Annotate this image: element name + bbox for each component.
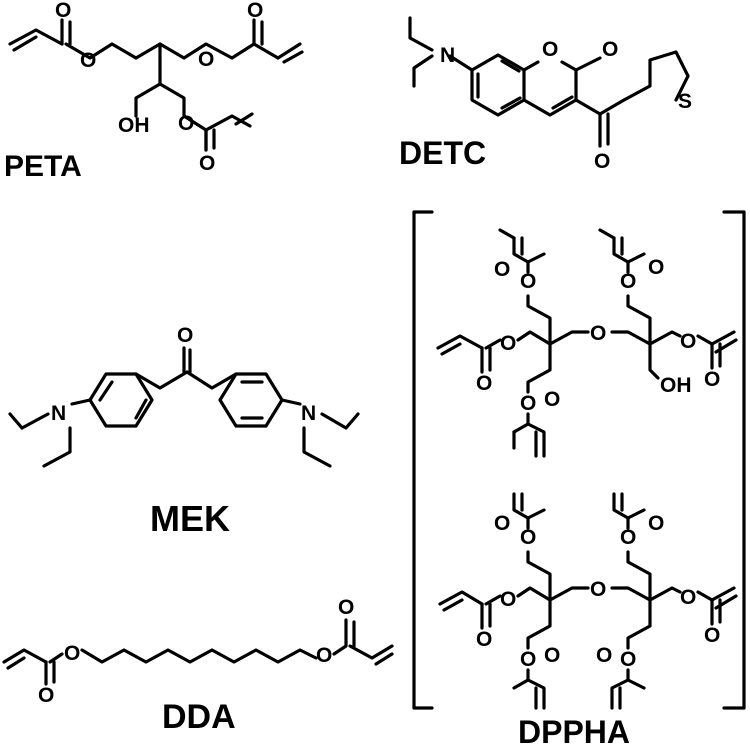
mek-carbonyl-oxygen: O: [177, 324, 193, 347]
detc-ring-oxygen: O: [542, 38, 558, 61]
dppha-upper-structure: [436, 228, 738, 458]
dppha-upper-hydroxyl: OH: [660, 374, 692, 397]
mek-label: MEK: [150, 498, 230, 539]
dppha-upper-oxygen-2: O: [500, 332, 516, 355]
dppha-lower-oxygen-12: O: [596, 644, 612, 667]
dppha-lower-oxygen-10: O: [544, 644, 560, 667]
detc-ketone-oxygen: O: [594, 150, 610, 173]
peta-label: PETA: [4, 150, 82, 183]
detc-nitrogen: N: [440, 44, 455, 67]
dppha-upper-oxygen-1: O: [476, 372, 492, 395]
mek-nitrogen-left: N: [51, 402, 66, 425]
dppha-lower-oxygen-2: O: [500, 588, 516, 611]
detc-carbonyl-oxygen: O: [602, 38, 618, 61]
dppha-lower-oxygen-4: O: [494, 512, 510, 535]
dppha-bracket: [412, 210, 746, 710]
dppha-upper-oxygen-10: O: [544, 388, 560, 411]
dppha-lower-oxygen-7: O: [680, 586, 696, 609]
dppha-upper-oxygen-3: O: [520, 270, 536, 293]
detc-structure: [408, 16, 690, 148]
mek-nitrogen-right: N: [301, 402, 316, 425]
dppha-label: DPPHA: [518, 714, 630, 749]
dda-oxygen-1: O: [64, 642, 80, 665]
dda-oxygen-2: O: [38, 684, 54, 707]
dppha-upper-ether-oxygen: O: [590, 322, 606, 345]
dppha-lower-oxygen-6: O: [648, 512, 664, 535]
dppha-upper-oxygen-7: O: [680, 330, 696, 353]
detc-label: DETC: [399, 135, 486, 171]
dppha-lower-oxygen-11: O: [620, 648, 636, 671]
dppha-lower-ether-oxygen: O: [590, 578, 606, 601]
dppha-lower-structure: [438, 492, 738, 710]
dppha-upper-oxygen-4: O: [494, 258, 510, 281]
dppha-lower-oxygen-8: O: [704, 624, 720, 647]
peta-oxygen-6: O: [199, 152, 215, 175]
peta-oxygen-3: O: [247, 0, 263, 22]
peta-hydroxyl: OH: [118, 114, 150, 137]
dda-label: DDA: [162, 698, 236, 736]
peta-oxygen-5: O: [178, 112, 194, 135]
dppha-upper-oxygen-8: O: [704, 368, 720, 391]
mek-structure: [8, 346, 360, 468]
dppha-upper-oxygen-5: O: [620, 270, 636, 293]
detc-sulfur: S: [678, 90, 692, 113]
dppha-lower-oxygen-1: O: [476, 628, 492, 651]
dda-structure: [2, 618, 394, 686]
dppha-lower-oxygen-9: O: [520, 648, 536, 671]
peta-oxygen-4: O: [198, 48, 214, 71]
dppha-upper-oxygen-9: O: [520, 392, 536, 415]
peta-structure: [8, 18, 304, 152]
peta-oxygen-2: O: [80, 49, 96, 72]
dda-oxygen-4: O: [338, 596, 354, 619]
dda-oxygen-3: O: [316, 644, 332, 667]
peta-oxygen-1: O: [55, 0, 71, 22]
dppha-upper-oxygen-6: O: [648, 256, 664, 279]
dppha-lower-oxygen-5: O: [620, 526, 636, 549]
dppha-lower-oxygen-3: O: [520, 526, 536, 549]
